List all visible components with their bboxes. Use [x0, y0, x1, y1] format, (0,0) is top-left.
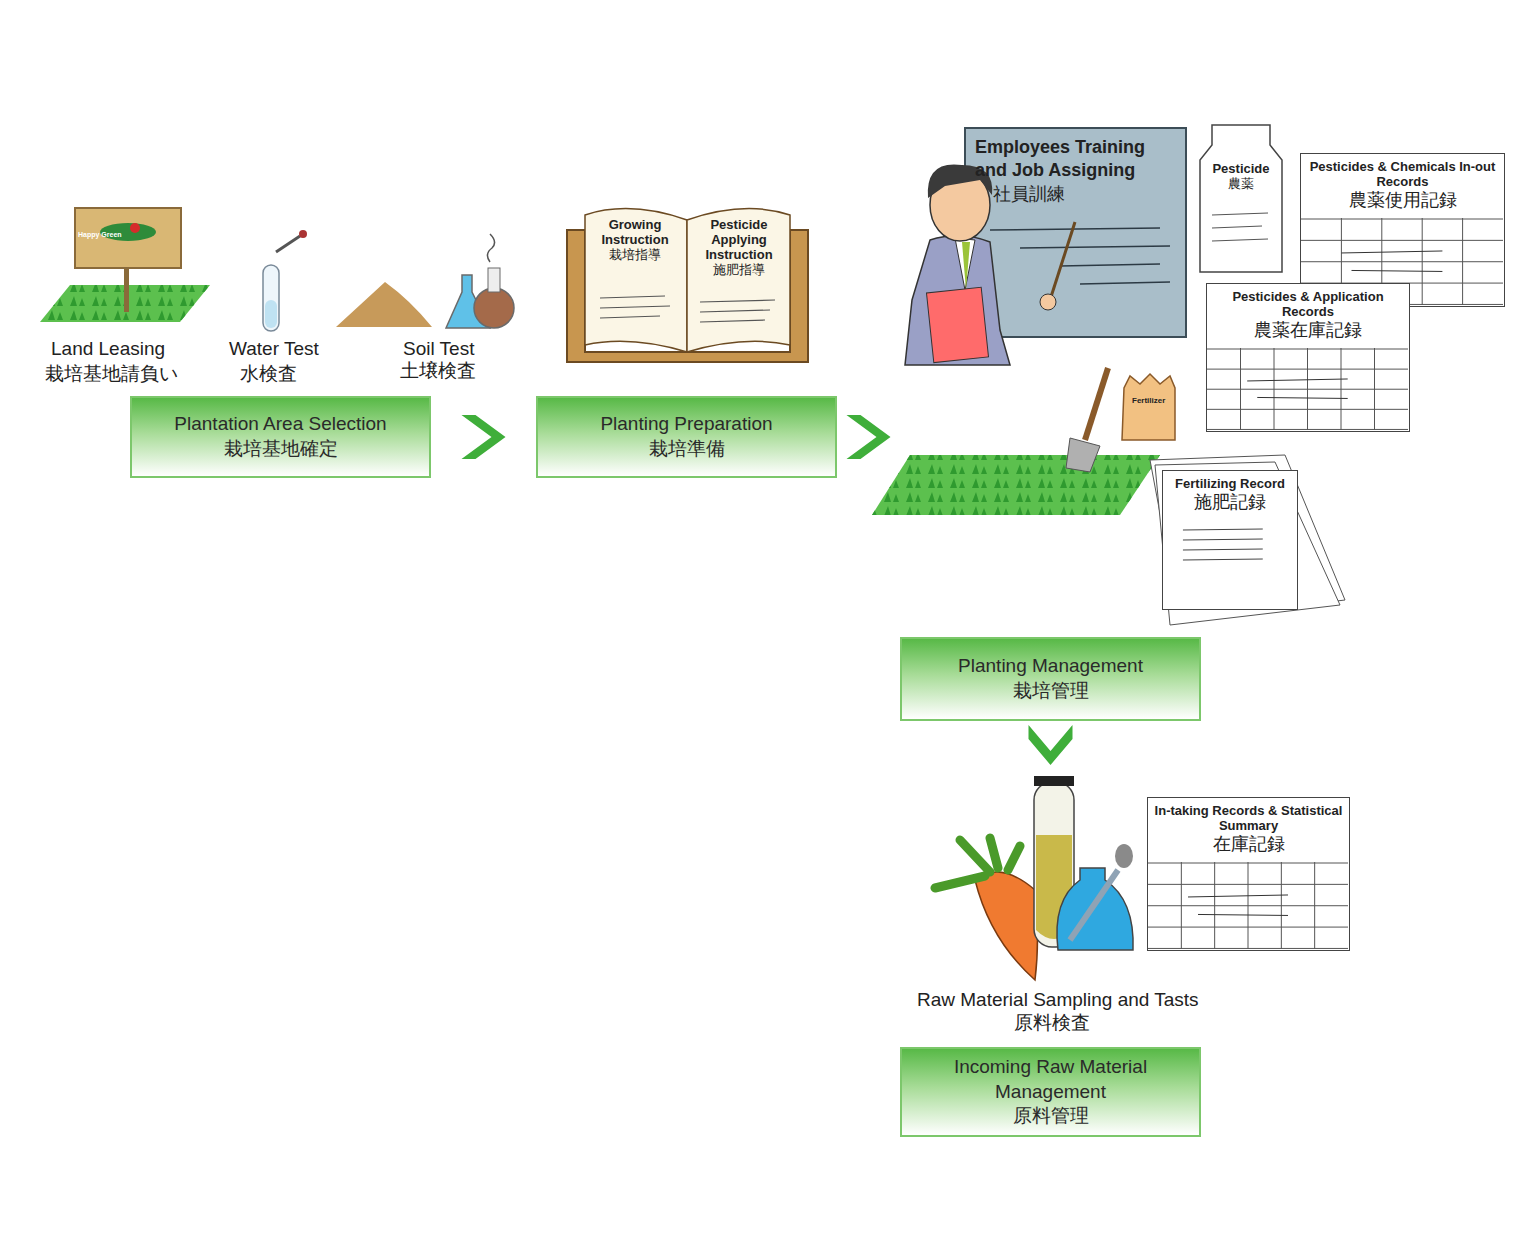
book-page: Pesticide Applying Instruction施肥指導	[689, 218, 789, 292]
caption-label: Raw Material Sampling and Tasts	[917, 989, 1199, 1012]
english-label: Pesticide Applying Instruction	[689, 218, 789, 263]
japanese-label: 原料検査	[1014, 1012, 1090, 1035]
caption-label: Water Test	[229, 338, 319, 361]
japanese-label: 在庫記録	[1152, 834, 1345, 855]
pesticide-bottle: Pesticide農薬	[1202, 162, 1280, 206]
english-label: Employees Training and Job Assigning	[975, 136, 1177, 183]
stage-box: Planting Preparation栽培準備	[536, 396, 837, 478]
chevron-arrow	[462, 415, 506, 459]
japanese-label: 施肥記録	[1167, 492, 1293, 513]
english-label: Growing Instruction	[586, 218, 684, 248]
record-sheet: Fertilizing Record施肥記録	[1162, 470, 1298, 610]
english-label: Incoming Raw Material Management	[912, 1055, 1189, 1104]
table-grid	[1207, 348, 1409, 430]
japanese-label: 水検査	[240, 363, 297, 386]
training-board: Employees Training and Job Assigning社員訓練	[969, 132, 1183, 212]
stage-box: Incoming Raw Material Management原料管理	[900, 1047, 1201, 1137]
stage-box: Planting Management栽培管理	[900, 637, 1201, 721]
table-grid	[1163, 520, 1297, 608]
english-label: Planting Preparation	[600, 412, 772, 437]
english-label: Pesticides & Application Records	[1211, 290, 1405, 320]
japanese-label: 土壌検査	[400, 360, 476, 383]
japanese-label: 栽培管理	[1013, 679, 1089, 704]
chevron-arrow	[1029, 725, 1073, 765]
english-label: In-taking Records & Statistical Summary	[1152, 804, 1345, 834]
record-sheet: Pesticides & Application Records農薬在庫記録	[1206, 283, 1410, 432]
japanese-label: 農薬使用記録	[1305, 190, 1500, 211]
table-grid	[1148, 862, 1349, 949]
caption-label: Land Leasing	[51, 338, 165, 361]
english-label: Pesticides & Chemicals In-out Records	[1305, 160, 1500, 190]
english-label: Pesticide	[1202, 162, 1280, 177]
japanese-label: 原料管理	[1013, 1104, 1089, 1129]
stage-box: Plantation Area Selection栽培基地確定	[130, 396, 431, 478]
japanese-label: 栽培準備	[649, 437, 725, 462]
english-label: Plantation Area Selection	[174, 412, 386, 437]
english-label: Fertilizing Record	[1167, 477, 1293, 492]
japanese-label: 農薬	[1202, 177, 1280, 192]
caption-label: Fertilizer	[1132, 396, 1165, 406]
caption-label: Soil Test	[403, 338, 474, 361]
japanese-label: 社員訓練	[975, 183, 1177, 206]
japanese-label: 栽培指導	[586, 248, 684, 263]
chevron-arrow	[847, 415, 891, 459]
caption-label: Happy Green	[78, 231, 122, 239]
japanese-label: 栽培基地請負い	[45, 363, 178, 386]
japanese-label: 栽培基地確定	[224, 437, 338, 462]
japanese-label: 農薬在庫記録	[1211, 320, 1405, 341]
japanese-label: 施肥指導	[689, 263, 789, 278]
record-sheet: In-taking Records & Statistical Summary在…	[1147, 797, 1350, 951]
english-label: Planting Management	[958, 654, 1143, 679]
book-page: Growing Instruction栽培指導	[586, 218, 684, 278]
